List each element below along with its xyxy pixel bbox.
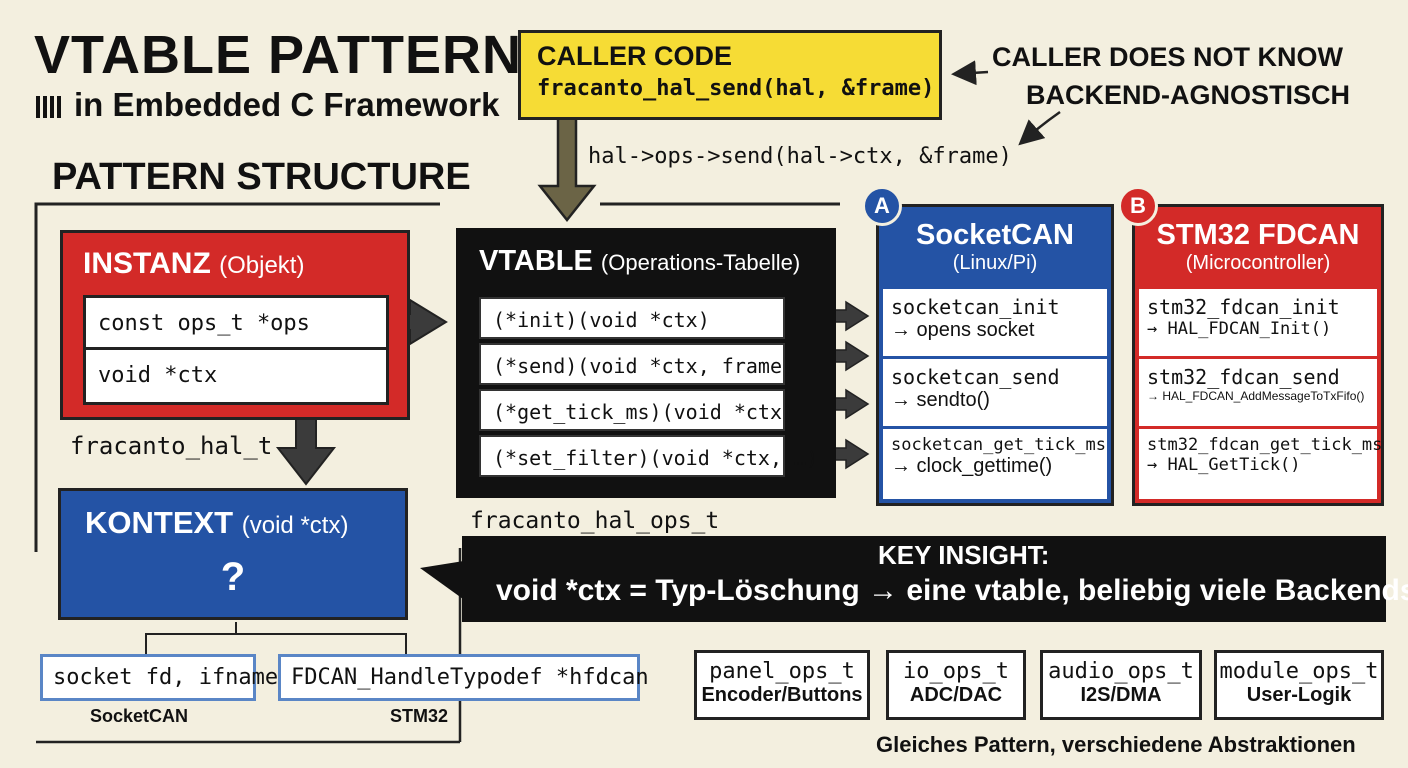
backend-function: stm32_fdcan_get_tick_ms → HAL_GetTick() [1139, 429, 1383, 499]
backend-function-name: stm32_fdcan_get_tick_ms [1147, 435, 1383, 455]
ops-type-desc: I2S/DMA [1080, 684, 1162, 706]
backend-subtitle: (Linux/Pi) [952, 252, 1038, 274]
ops-type-desc: ADC/DAC [909, 684, 1003, 706]
backend-function-impl: → opens socket [891, 319, 1035, 341]
kontext-title: KONTEXT [85, 505, 234, 540]
structure-frame-line [34, 202, 440, 552]
backend-function-name: socketcan_init [891, 295, 1060, 319]
backend-function-name: stm32_fdcan_init [1147, 295, 1340, 319]
ops-types-caption: Gleiches Pattern, verschiedene Abstrakti… [876, 732, 1356, 757]
page-subtitle: in Embedded C Framework [36, 86, 499, 124]
backend-socketcan: SocketCAN (Linux/Pi) socketcan_init → op… [876, 204, 1114, 506]
ops-type-box: module_ops_t User-Logik [1214, 650, 1384, 720]
vtable-title: VTABLE [479, 245, 593, 277]
kontext-box: KONTEXT (void *ctx) ? [58, 488, 408, 620]
backend-function: stm32_fdcan_init → HAL_FDCAN_Init() [1139, 289, 1377, 359]
vtable-entry: (*set_filter)(void *ctx, …) [479, 435, 818, 477]
ops-type-desc: Encoder/Buttons [701, 684, 863, 706]
backend-badge-b: B [1118, 186, 1158, 226]
instanz-field: void *ctx [98, 363, 218, 388]
backend-function: socketcan_init → opens socket [883, 289, 1107, 359]
vtable-entry: (*send)(void *ctx, frame) [479, 343, 794, 385]
ops-type-desc: User-Logik [1246, 684, 1352, 706]
caller-down-arrow [537, 116, 597, 223]
insight-pointer [420, 560, 470, 604]
caller-note-line1: CALLER DOES NOT KNOW [992, 42, 1343, 72]
page-title: VTABLE PATTERN [34, 25, 522, 85]
instanz-caption: fracanto_hal_t [70, 432, 273, 460]
ops-type-box: panel_ops_t Encoder/Buttons [694, 650, 870, 720]
vtable-title-suffix: (Operations-Tabelle) [600, 250, 801, 275]
ctx-variant-label: STM32 [390, 706, 449, 726]
kontext-unknown-mark: ? [220, 555, 246, 599]
key-insight-text: void *ctx = Typ-Löschung → eine vtable, … [496, 574, 1408, 607]
ctx-variant-label: SocketCAN [90, 706, 189, 726]
vtable-box: VTABLE (Operations-Tabelle) (*init)(void… [456, 228, 836, 498]
vtable-entry: (*init)(void *ctx) [479, 297, 785, 339]
backend-function-name: stm32_fdcan_send [1147, 365, 1340, 389]
backend-badge-a: A [862, 186, 902, 226]
backend-stm32-fdcan: STM32 FDCAN (Microcontroller) stm32_fdca… [1132, 204, 1384, 506]
ops-type-name: module_ops_t [1219, 659, 1379, 684]
caller-code: fracanto_hal_send(hal, &frame) [537, 76, 935, 101]
vtable-entry: (*get_tick_ms)(void *ctx) [479, 389, 794, 431]
kontext-branch [145, 633, 407, 654]
vtable-caption: fracanto_hal_ops_t [470, 508, 720, 534]
instanz-field: const ops_t *ops [86, 298, 386, 350]
ctx-variant-stm32: FDCAN_HandleTypodef *hfdcan [278, 654, 649, 701]
backend-title: SocketCAN [916, 219, 1074, 251]
caller-code-box: CALLER CODE fracanto_hal_send(hal, &fram… [518, 30, 942, 120]
instanz-fields: const ops_t *ops void *ctx [83, 295, 389, 405]
note-arrow-2 [1018, 110, 1061, 146]
subtitle-text: in Embedded C Framework [74, 86, 500, 123]
backend-function-impl: → HAL_FDCAN_AddMessageToTxFifo() [1147, 389, 1365, 403]
vtable-entries: (*init)(void *ctx) (*send)(void *ctx, fr… [479, 297, 818, 481]
backend-functions: socketcan_init → opens socket socketcan_… [883, 289, 1107, 499]
backend-function-impl: → HAL_GetTick() [1147, 455, 1301, 475]
instanz-title-suffix: (Objekt) [219, 252, 305, 279]
embedded-chip-icon [36, 96, 62, 118]
backend-function: stm32_fdcan_send → HAL_FDCAN_AddMessageT… [1139, 359, 1377, 429]
backend-functions: stm32_fdcan_init → HAL_FDCAN_Init() stm3… [1139, 289, 1383, 499]
backend-subtitle: (Microcontroller) [1185, 252, 1331, 274]
instanz-box: INSTANZ (Objekt) const ops_t *ops void *… [60, 230, 410, 420]
ctx-variant-socketcan: socket fd, ifname [40, 654, 278, 701]
caller-heading: CALLER CODE [537, 41, 732, 71]
backend-function-impl: → clock_gettime() [891, 455, 1053, 477]
backend-function: socketcan_send → sendto() [883, 359, 1107, 429]
key-insight-banner: KEY INSIGHT: void *ctx = Typ-Löschung → … [462, 536, 1408, 622]
note-arrow-1 [951, 60, 989, 86]
ops-type-box: audio_ops_t I2S/DMA [1040, 650, 1202, 720]
ops-type-name: panel_ops_t [709, 659, 855, 684]
instanz-title: INSTANZ [83, 247, 211, 280]
key-insight-heading: KEY INSIGHT: [878, 540, 1050, 570]
backend-function-impl: → HAL_FDCAN_Init() [1147, 319, 1332, 339]
backend-function-name: socketcan_get_tick_ms [891, 435, 1106, 455]
backend-function-impl: → sendto() [891, 389, 990, 411]
section-heading: PATTERN STRUCTURE [52, 156, 471, 198]
ops-type-name: io_ops_t [903, 659, 1009, 684]
backend-function: socketcan_get_tick_ms → clock_gettime() [883, 429, 1107, 499]
caller-note-line2: BACKEND-AGNOSTISCH [1026, 80, 1350, 110]
backend-function-name: socketcan_send [891, 365, 1060, 389]
dispatch-call: hal->ops->send(hal->ctx, &frame) [588, 144, 1012, 169]
backend-title: STM32 FDCAN [1156, 219, 1360, 251]
kontext-title-suffix: (void *ctx) [241, 512, 349, 539]
ops-type-name: audio_ops_t [1048, 659, 1194, 684]
ops-type-box: io_ops_t ADC/DAC [886, 650, 1026, 720]
